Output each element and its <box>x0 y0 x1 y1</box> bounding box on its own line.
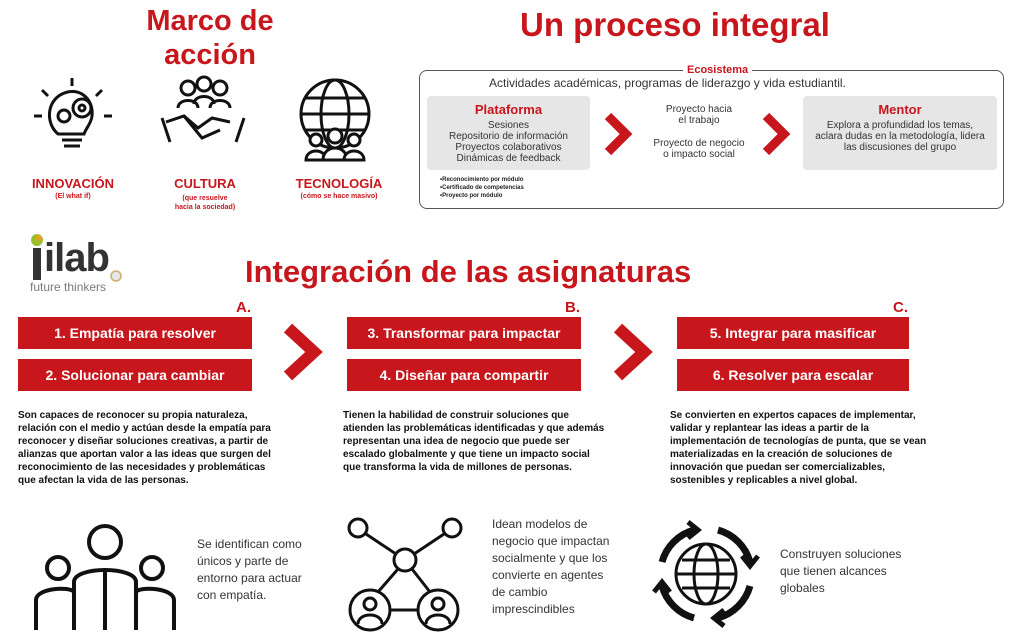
pillar-tecnologia <box>290 74 380 169</box>
chevron-right-icon <box>613 323 653 381</box>
ecosistema-title: Ecosistema <box>683 64 753 76</box>
step-3-button[interactable]: 3. Transformar para impactar <box>347 317 581 349</box>
mentor-text: Explora a profundidad los temas, aclara … <box>815 120 985 153</box>
plataforma-box: Plataforma Sesiones Repositorio de infor… <box>427 96 590 170</box>
lightbulb-gears-icon <box>34 78 112 148</box>
proceso-title: Un proceso integral <box>520 6 830 43</box>
people-group-icon <box>34 524 176 630</box>
column-letter-a: A. <box>236 299 251 316</box>
chevron-right-icon <box>283 323 323 381</box>
logo-mark <box>31 234 122 282</box>
marco-title: Marco de acción <box>146 5 274 71</box>
column-a-bottom: Se identifican como únicos y parte de en… <box>197 537 302 602</box>
logo-tagline: future thinkers <box>30 280 107 294</box>
step-5-button[interactable]: 5. Integrar para masificar <box>677 317 909 349</box>
mentor-box: Mentor Explora a profundidad los temas, … <box>803 96 997 170</box>
step-4-button[interactable]: 4. Diseñar para compartir <box>347 359 581 391</box>
handshake-people-icon <box>160 75 246 143</box>
pillar-label-innovacion: INNOVACIÓN <box>31 176 115 191</box>
globe-arrows-icon <box>652 520 760 628</box>
plataforma-title: Plataforma <box>474 102 543 117</box>
chevron-right-icon <box>604 112 633 156</box>
column-c-desc: Se convierten en expertos capaces de imp… <box>670 410 927 486</box>
step-6-button[interactable]: 6. Resolver para escalar <box>677 359 909 391</box>
proceso-bullets: Reconocimiento por módulo Certificado de… <box>440 176 524 200</box>
list-item: Proyecto por módulo <box>440 192 524 200</box>
list-item: Reconocimiento por módulo <box>440 176 524 184</box>
step-2-button[interactable]: 2. Solucionar para cambiar <box>18 359 252 391</box>
pillar-sub-tecnologia: (cómo se hace masivo) <box>300 193 378 200</box>
logo-text: ilab <box>44 236 110 280</box>
pillar-label-tecnologia: TECNOLOGÍA <box>295 176 383 191</box>
pillar-innovacion <box>28 72 118 167</box>
column-b-desc: Tienen la habilidad de construir solucio… <box>343 410 605 473</box>
column-c-bottom: Construyen soluciones que tienen alcance… <box>780 547 902 595</box>
list-item: Certificado de competencias <box>440 184 524 192</box>
column-a-desc: Son capaces de reconocer su propia natur… <box>18 410 271 486</box>
pillar-label-cultura: CULTURA <box>174 176 236 191</box>
ecosistema-desc: Actividades académicas, programas de lid… <box>489 76 846 90</box>
proceso-middle-1: Proyecto hacia el trabajo <box>665 104 733 126</box>
proceso-middle-2: Proyecto de negocio o impacto social <box>653 138 745 160</box>
plataforma-items: Sesiones Repositorio de información Proy… <box>449 120 568 164</box>
pillar-sub-cultura: (que resuelve hacia la sociedad) <box>174 195 236 211</box>
pillar-sub-innovacion: (El what if) <box>55 193 91 200</box>
chevron-right-icon <box>762 112 791 156</box>
mentor-title: Mentor <box>878 102 922 117</box>
step-1-button[interactable]: 1. Empatía para resolver <box>18 317 252 349</box>
column-letter-c: C. <box>893 299 908 316</box>
ilab-logo <box>24 232 124 289</box>
network-people-icon <box>347 517 463 632</box>
pillar-cultura <box>158 72 248 167</box>
column-b-bottom: Idean modelos de negocio que impactan so… <box>492 517 610 616</box>
integracion-title: Integración de las asignaturas <box>245 254 692 289</box>
column-letter-b: B. <box>565 299 580 316</box>
globe-people-icon <box>299 78 371 162</box>
